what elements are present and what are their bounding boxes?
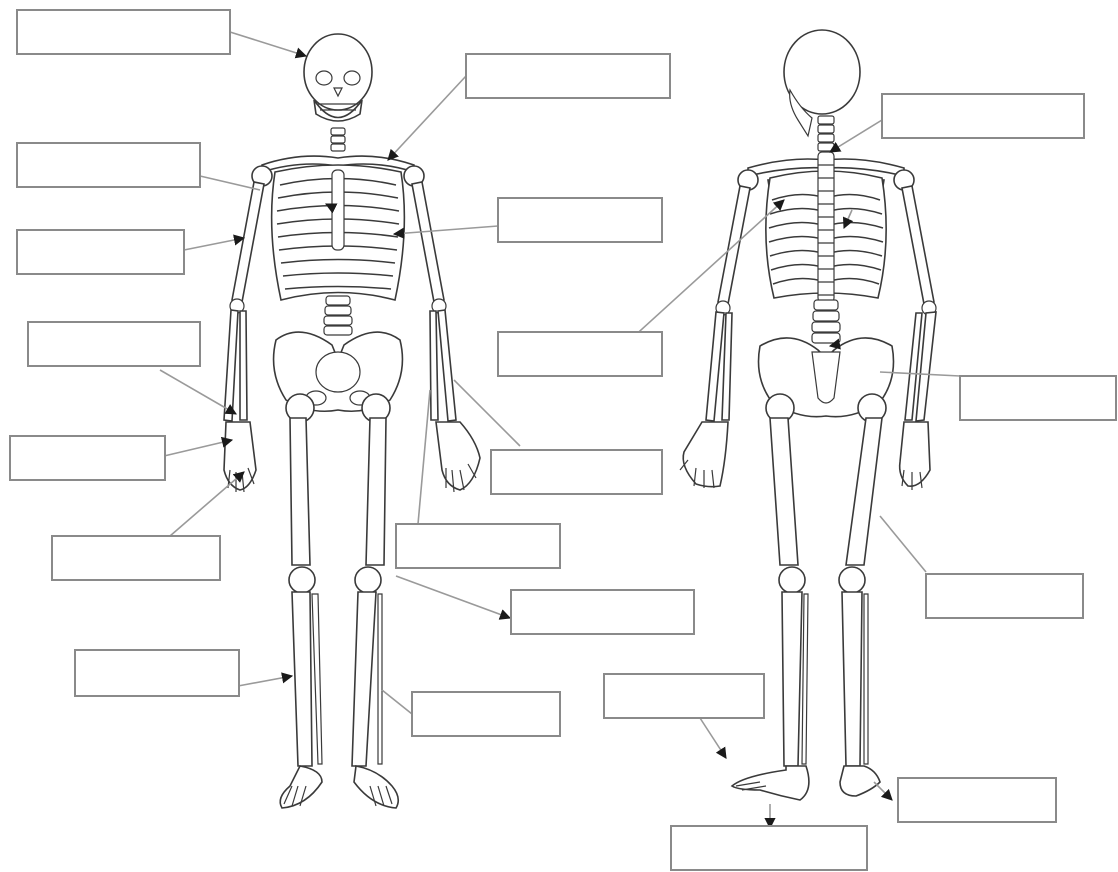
label-box-front-phalanges[interactable] [52, 536, 220, 580]
front-right-leg [352, 394, 398, 808]
back-right-leg [839, 394, 886, 796]
label-box-front-pelvis[interactable] [396, 524, 560, 568]
label-box-front-radius[interactable] [28, 322, 200, 366]
label-box-front-ribs[interactable] [498, 198, 662, 242]
label-box-front-tibia[interactable] [412, 692, 560, 736]
front-cervical-spine [331, 128, 345, 151]
label-box-back-calcaneus[interactable] [898, 778, 1056, 822]
label-box-front-humerus[interactable] [17, 230, 184, 274]
front-skull [304, 34, 372, 121]
front-rib-cage [272, 165, 405, 300]
back-left-leg [732, 394, 809, 800]
label-box-front-clavicle[interactable] [466, 54, 670, 98]
label-box-front-ulna[interactable] [491, 450, 662, 494]
label-box-front-fibula[interactable] [75, 650, 239, 696]
label-box-back-sacrum[interactable] [960, 376, 1116, 420]
label-box-front-skull[interactable] [17, 10, 230, 54]
label-box-back-femur[interactable] [926, 574, 1083, 618]
front-left-leg [280, 394, 322, 808]
label-box-back-cervical[interactable] [882, 94, 1084, 138]
label-boxes [10, 10, 1116, 870]
back-left-arm [680, 170, 758, 488]
front-right-arm [404, 166, 480, 492]
label-box-back-metatarsals[interactable] [671, 826, 867, 870]
label-box-back-tarsals[interactable] [604, 674, 764, 718]
back-right-arm [894, 170, 936, 490]
front-left-arm [224, 166, 272, 492]
label-box-front-scapula[interactable] [17, 143, 200, 187]
front-lumbar-spine [324, 296, 352, 335]
back-cervical-spine [818, 116, 834, 151]
label-box-front-carpals[interactable] [10, 436, 165, 480]
label-box-back-vertebrae[interactable] [498, 332, 662, 376]
label-box-front-patella[interactable] [511, 590, 694, 634]
